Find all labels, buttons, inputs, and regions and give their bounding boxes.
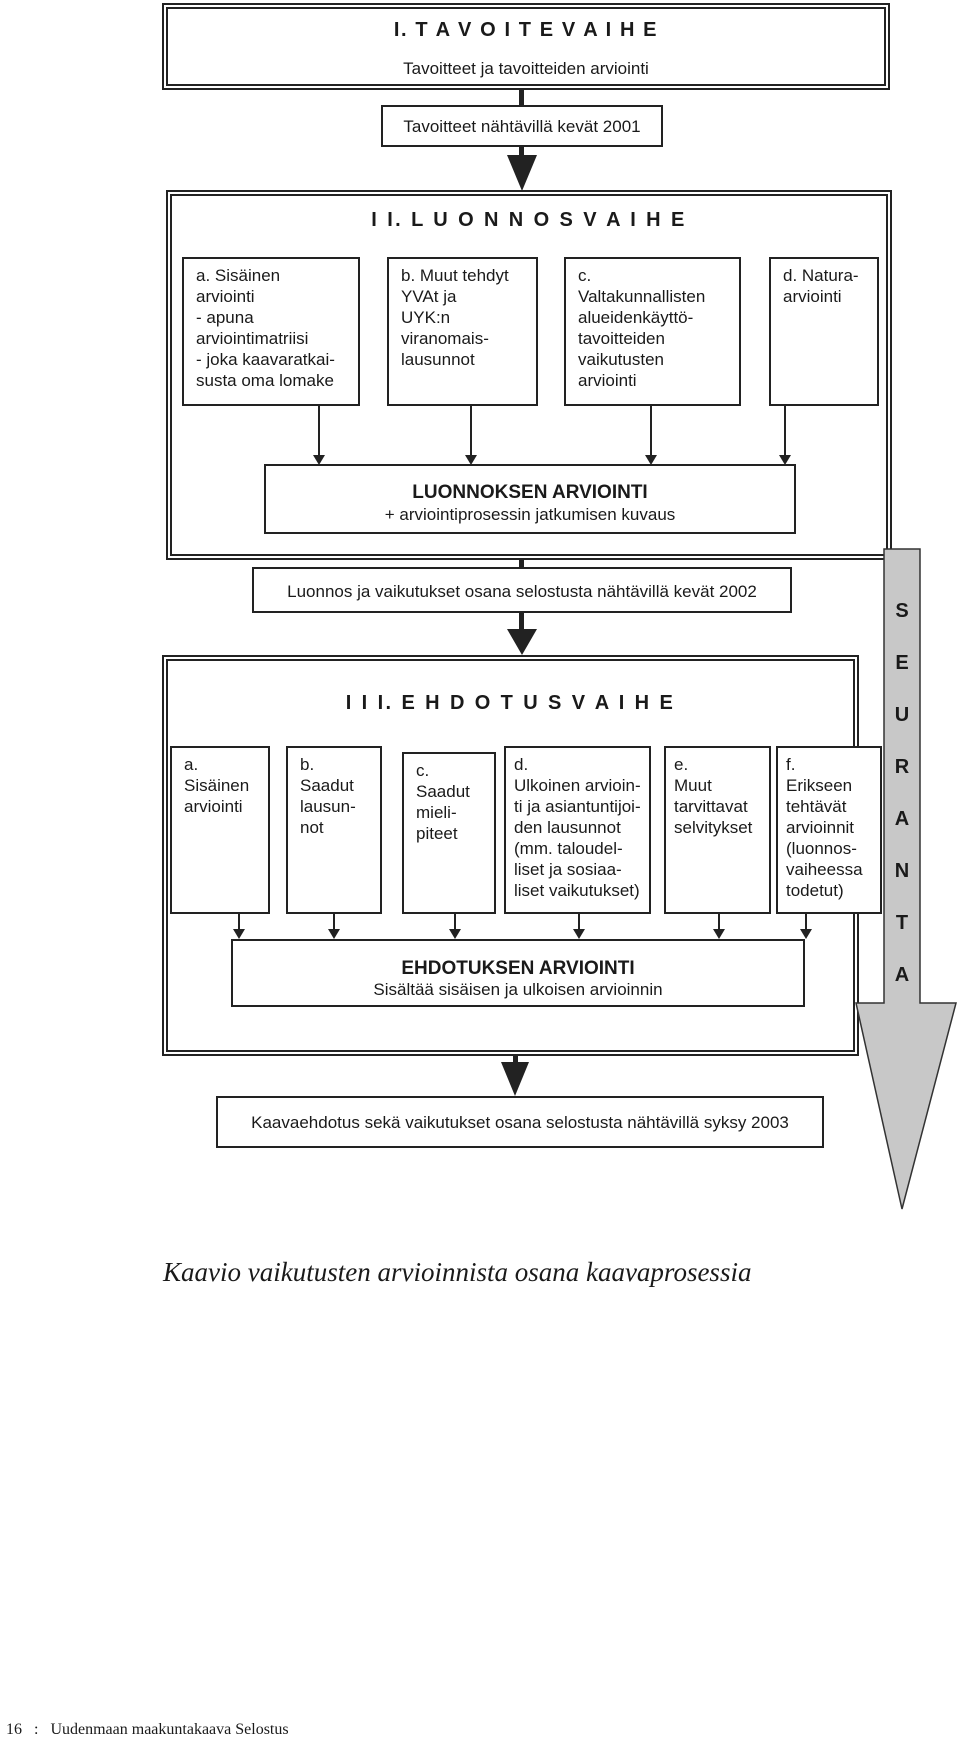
down-arrow-icon <box>313 455 325 465</box>
connector-line <box>513 1056 518 1064</box>
phase2-milestone-text: Luonnos ja vaikutukset osana selostusta … <box>287 582 757 601</box>
phase3-box-b: b. Saadut lausun- not <box>286 746 382 914</box>
monitoring-letter: E <box>895 652 909 674</box>
connector-line <box>650 406 652 458</box>
monitoring-letter: N <box>894 860 910 882</box>
phase1-milestone-text: Tavoitteet nähtävillä kevät 2001 <box>403 117 641 136</box>
connector-line <box>784 406 786 458</box>
phase3-box-d: d. Ulkoinen arvioin- ti ja asiantuntijoi… <box>504 746 651 914</box>
connector-line <box>578 914 580 932</box>
down-arrow-icon <box>713 929 725 939</box>
phase3-evaluation-title: EHDOTUKSEN ARVIOINTI <box>401 958 635 979</box>
page-footer: 16 : Uudenmaan maakuntakaava Selostus <box>6 1721 289 1738</box>
connector-line <box>454 914 456 932</box>
phase2-milestone-box: Luonnos ja vaikutukset osana selostusta … <box>252 567 792 613</box>
connector-line <box>805 914 807 932</box>
phase1-milestone-box: Tavoitteet nähtävillä kevät 2001 <box>381 105 663 147</box>
down-arrow-icon <box>507 155 537 191</box>
figure-caption: Kaavio vaikutusten arvioinnista osana ka… <box>163 1257 752 1287</box>
monitoring-letter: A <box>894 964 910 986</box>
phase3-evaluation-box: EHDOTUKSEN ARVIOINTI Sisältää sisäisen j… <box>231 939 805 1007</box>
monitoring-label: S E U R A N T A <box>884 600 920 1016</box>
down-arrow-icon <box>800 929 812 939</box>
phase2-evaluation-sub: + arviointiprosessin jatkumisen kuvaus <box>384 505 676 524</box>
phase2-box-c: c. Valtakunnallisten alueidenkäyttö- tav… <box>564 257 741 406</box>
monitoring-arrow <box>855 548 957 1210</box>
phase3-title: I I I. E H D O T U S V A I H E <box>345 692 676 714</box>
phase2-box-a: a. Sisäinen arviointi - apuna arviointim… <box>182 257 360 406</box>
phase2-evaluation-box: LUONNOKSEN ARVIOINTI + arviointiprosessi… <box>264 464 796 534</box>
phase3-box-c: c. Saadut mieli- piteet <box>402 752 496 914</box>
phase2-box-d: d. Natura- arviointi <box>769 257 879 406</box>
phase3-milestone-text: Kaavaehdotus sekä vaikutukset osana selo… <box>251 1113 789 1132</box>
monitoring-letter: U <box>894 704 910 726</box>
phase3-box-f: f. Erikseen tehtävät arvioinnit (luonnos… <box>776 746 882 914</box>
down-arrow-icon <box>573 929 585 939</box>
connector-line <box>318 406 320 458</box>
monitoring-letter: A <box>894 808 910 830</box>
phase3-box-e: e. Muut tarvittavat selvitykset <box>664 746 771 914</box>
down-arrow-icon <box>779 455 791 465</box>
connector-line <box>519 613 524 631</box>
phase2-frame <box>166 190 892 560</box>
monitoring-letter: S <box>895 600 909 622</box>
monitoring-letter: T <box>895 912 909 934</box>
phase2-box-b: b. Muut tehdyt YVAt ja UYK:n viranomais-… <box>387 257 538 406</box>
phase2-evaluation-title: LUONNOKSEN ARVIOINTI <box>412 482 648 503</box>
phase1-frame <box>162 3 890 90</box>
phase1-subtitle: Tavoitteet ja tavoitteiden arviointi <box>403 59 649 78</box>
down-arrow-icon <box>465 455 477 465</box>
down-arrow-icon <box>233 929 245 939</box>
down-arrow-icon <box>328 929 340 939</box>
down-arrow-icon <box>507 629 537 655</box>
phase2-title: I I. L U O N N O S V A I H E <box>371 209 687 231</box>
connector-line <box>333 914 335 932</box>
connector-line <box>470 406 472 458</box>
phase1-title: I. T A V O I T E V A I H E <box>393 19 659 41</box>
phase3-evaluation-sub: Sisältää sisäisen ja ulkoisen arvioinnin <box>373 980 663 999</box>
connector-line <box>238 914 240 932</box>
connector-line <box>519 90 524 106</box>
connector-line <box>519 147 524 157</box>
phase3-box-a: a. Sisäinen arviointi <box>170 746 270 914</box>
connector-line <box>718 914 720 932</box>
down-arrow-icon <box>645 455 657 465</box>
connector-line <box>519 560 524 568</box>
down-arrow-icon <box>501 1062 529 1096</box>
down-arrow-icon <box>449 929 461 939</box>
phase3-milestone-box: Kaavaehdotus sekä vaikutukset osana selo… <box>216 1096 824 1148</box>
monitoring-letter: R <box>894 756 910 778</box>
